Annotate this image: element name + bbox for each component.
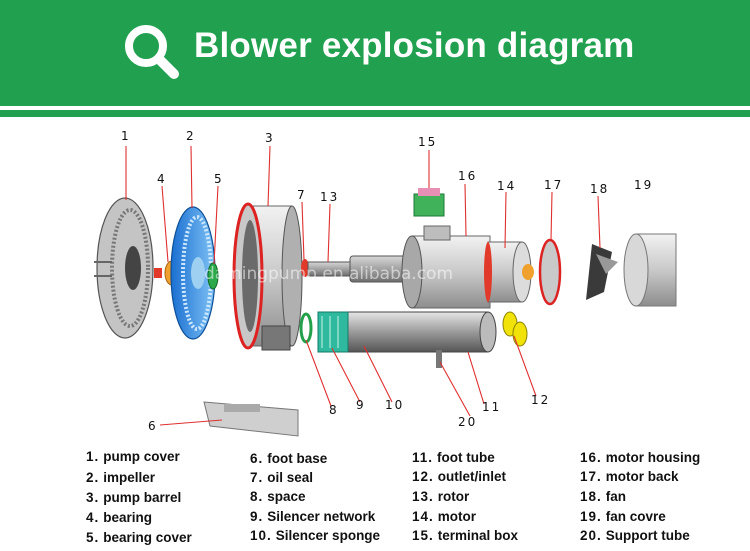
callout-14: 14 xyxy=(497,179,516,193)
callout-5: 5 xyxy=(214,172,224,186)
callout-10: 10 xyxy=(385,398,404,412)
legend-item: 14.motor xyxy=(412,509,477,524)
pump-barrel-part xyxy=(232,202,303,351)
callout-19: 19 xyxy=(634,178,653,192)
pump-cover-part xyxy=(94,197,154,339)
watermark-text: damingpump.en.alibaba.com xyxy=(204,264,453,284)
callout-1: 1 xyxy=(121,129,131,143)
oil-seal-part xyxy=(301,259,309,277)
search-icon xyxy=(125,25,179,79)
callout-17: 17 xyxy=(544,178,563,192)
callout-16: 16 xyxy=(458,169,477,183)
callout-15: 15 xyxy=(418,135,437,149)
bearing-cover-part xyxy=(207,262,219,290)
legend-item: 7.oil seal xyxy=(250,470,314,485)
callout-7: 7 xyxy=(297,188,307,202)
legend-item: 10.Silencer sponge xyxy=(250,528,381,543)
legend-item: 18.fan xyxy=(580,489,627,504)
title-banner xyxy=(0,0,750,106)
legend-item: 1.pump cover xyxy=(86,449,180,464)
legend-item: 9.Silencer network xyxy=(250,509,376,524)
legend-item: 3.pump barrel xyxy=(86,490,182,505)
callout-11: 11 xyxy=(482,400,501,414)
legend-item: 13.rotor xyxy=(412,489,470,504)
silencer-tube-part xyxy=(299,311,497,368)
terminal-box-part xyxy=(413,188,445,217)
legend-item: 17.motor back xyxy=(580,469,679,484)
leader-lines xyxy=(125,145,601,426)
outlet-inlet-part xyxy=(502,311,528,347)
legend-item: 19.fan covre xyxy=(580,509,666,524)
legend-item: 8.space xyxy=(250,489,306,504)
explosion-diagram: damingpump.en.alibaba.com 1 2 3 4 5 6 7 … xyxy=(94,129,677,437)
banner-underline xyxy=(0,110,750,117)
legend-item: 16.motor housing xyxy=(580,450,701,465)
rotor-part xyxy=(307,255,428,283)
page-title: Blower explosion diagram xyxy=(194,26,635,65)
motor-housing-part xyxy=(401,225,532,309)
legend-item: 4.bearing xyxy=(86,510,153,525)
legend-item: 15.terminal box xyxy=(412,528,519,543)
legend-item: 11.foot tube xyxy=(412,450,495,465)
legend-item: 12.outlet/inlet xyxy=(412,469,507,484)
legend-item: 6.foot base xyxy=(250,451,328,466)
callout-18: 18 xyxy=(590,182,609,196)
fan-cover-part xyxy=(623,233,677,307)
callout-6: 6 xyxy=(148,419,158,433)
callout-3: 3 xyxy=(265,131,275,145)
motor-back-part xyxy=(522,238,562,306)
callout-20: 20 xyxy=(458,415,477,429)
foot-base-part xyxy=(203,401,299,437)
callout-13: 13 xyxy=(320,190,339,204)
legend-item: 20.Support tube xyxy=(580,528,690,543)
callout-9: 9 xyxy=(356,398,366,412)
fan-part xyxy=(586,244,618,300)
callout-8: 8 xyxy=(329,403,339,417)
callout-2: 2 xyxy=(186,129,196,143)
legend-item: 5.bearing cover xyxy=(86,530,192,545)
callout-12: 12 xyxy=(531,393,550,407)
legend-item: 2.impeller xyxy=(86,470,156,485)
callout-4: 4 xyxy=(157,172,167,186)
